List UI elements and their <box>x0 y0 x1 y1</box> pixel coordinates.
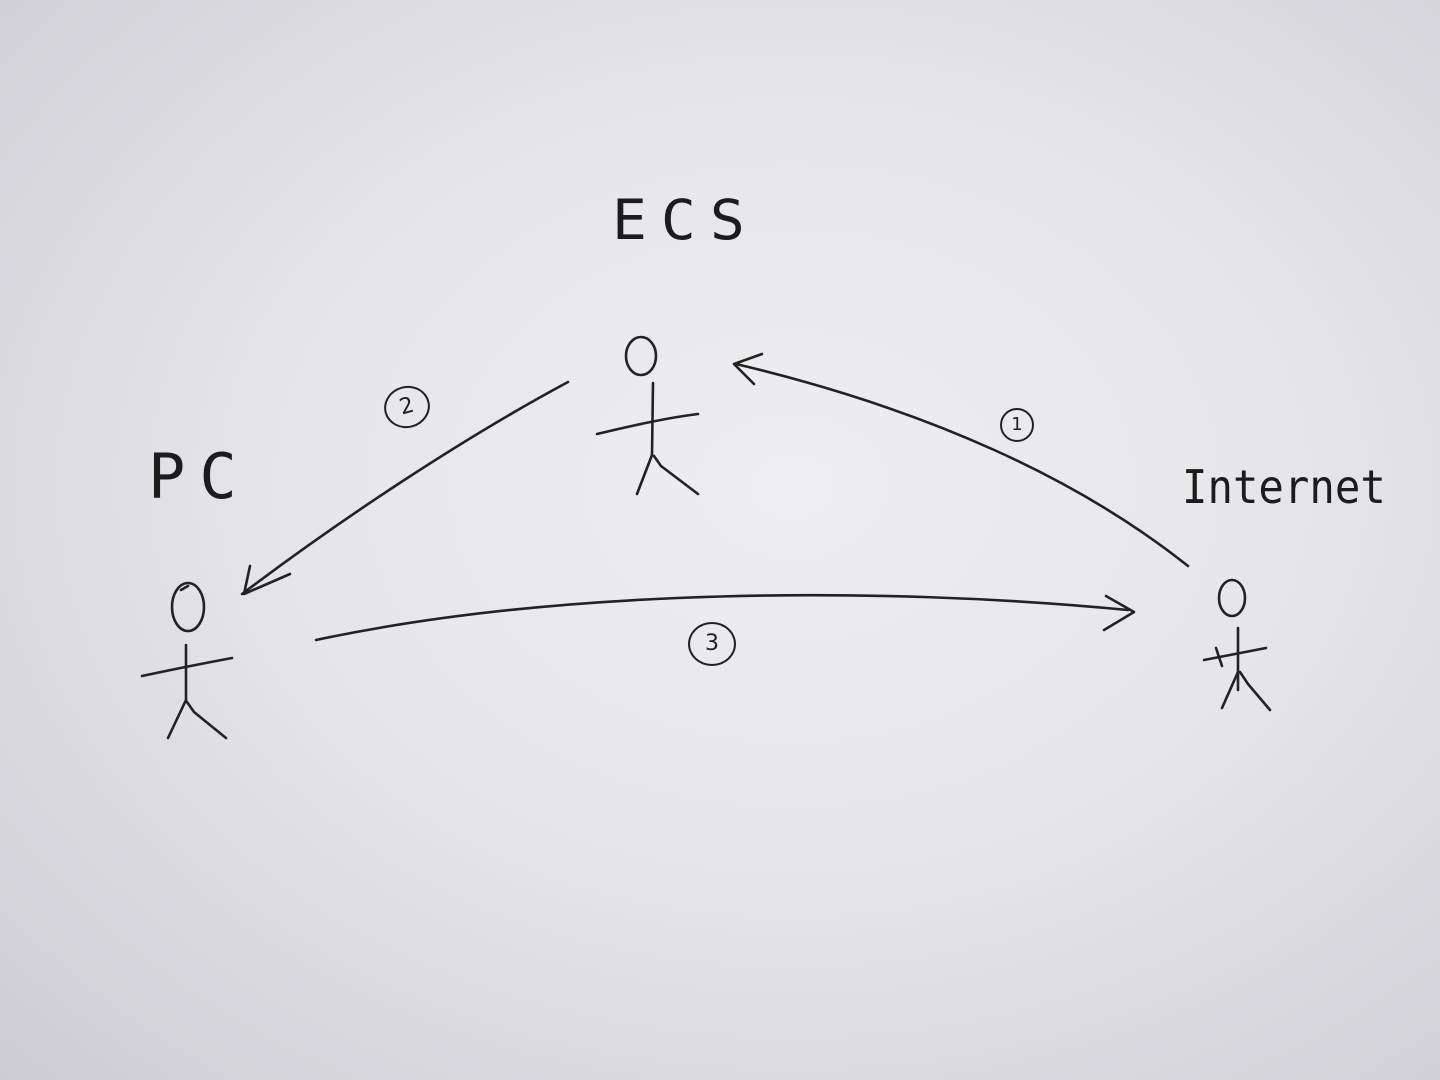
arrow-1-line <box>734 362 1190 568</box>
pc-figure-arms <box>140 656 234 678</box>
internet-figure-left-leg <box>1220 670 1240 710</box>
internet-figure-arms <box>1202 646 1268 662</box>
ecs-figure-arms <box>595 412 700 436</box>
arrow-3-head <box>1102 594 1136 632</box>
ecs-stick-figure-icon <box>595 335 700 496</box>
step-marker-3: 3 <box>688 622 736 666</box>
node-label-ecs: ECS <box>612 187 759 253</box>
node-label-internet: Internet <box>1182 460 1386 514</box>
pc-figure-head <box>170 581 206 633</box>
arrow-internet-to-ecs <box>732 352 1190 568</box>
internet-figure-head <box>1217 578 1247 618</box>
arrow-2-line <box>240 380 570 596</box>
ecs-figure-body <box>650 381 655 457</box>
ecs-figure-head <box>624 335 658 377</box>
ecs-figure-left-leg <box>635 453 654 496</box>
internet-stick-figure-icon <box>1202 578 1272 712</box>
pc-stick-figure-icon <box>140 581 234 740</box>
pc-figure-right-leg <box>185 700 228 740</box>
pc-figure-left-leg <box>166 698 188 740</box>
arrow-1-head <box>732 352 764 386</box>
arrow-3-line <box>314 593 1130 642</box>
pc-figure-head-mark <box>179 584 190 592</box>
arrow-2-head <box>242 564 292 596</box>
internet-figure-arm-mark <box>1214 646 1224 668</box>
step-marker-1: 1 <box>1000 408 1034 442</box>
arrow-ecs-to-pc <box>240 380 570 596</box>
node-label-pc: PC <box>148 440 251 513</box>
ecs-figure-right-leg <box>652 454 700 496</box>
internet-figure-right-leg <box>1238 670 1272 712</box>
arrow-pc-to-internet <box>314 593 1136 642</box>
